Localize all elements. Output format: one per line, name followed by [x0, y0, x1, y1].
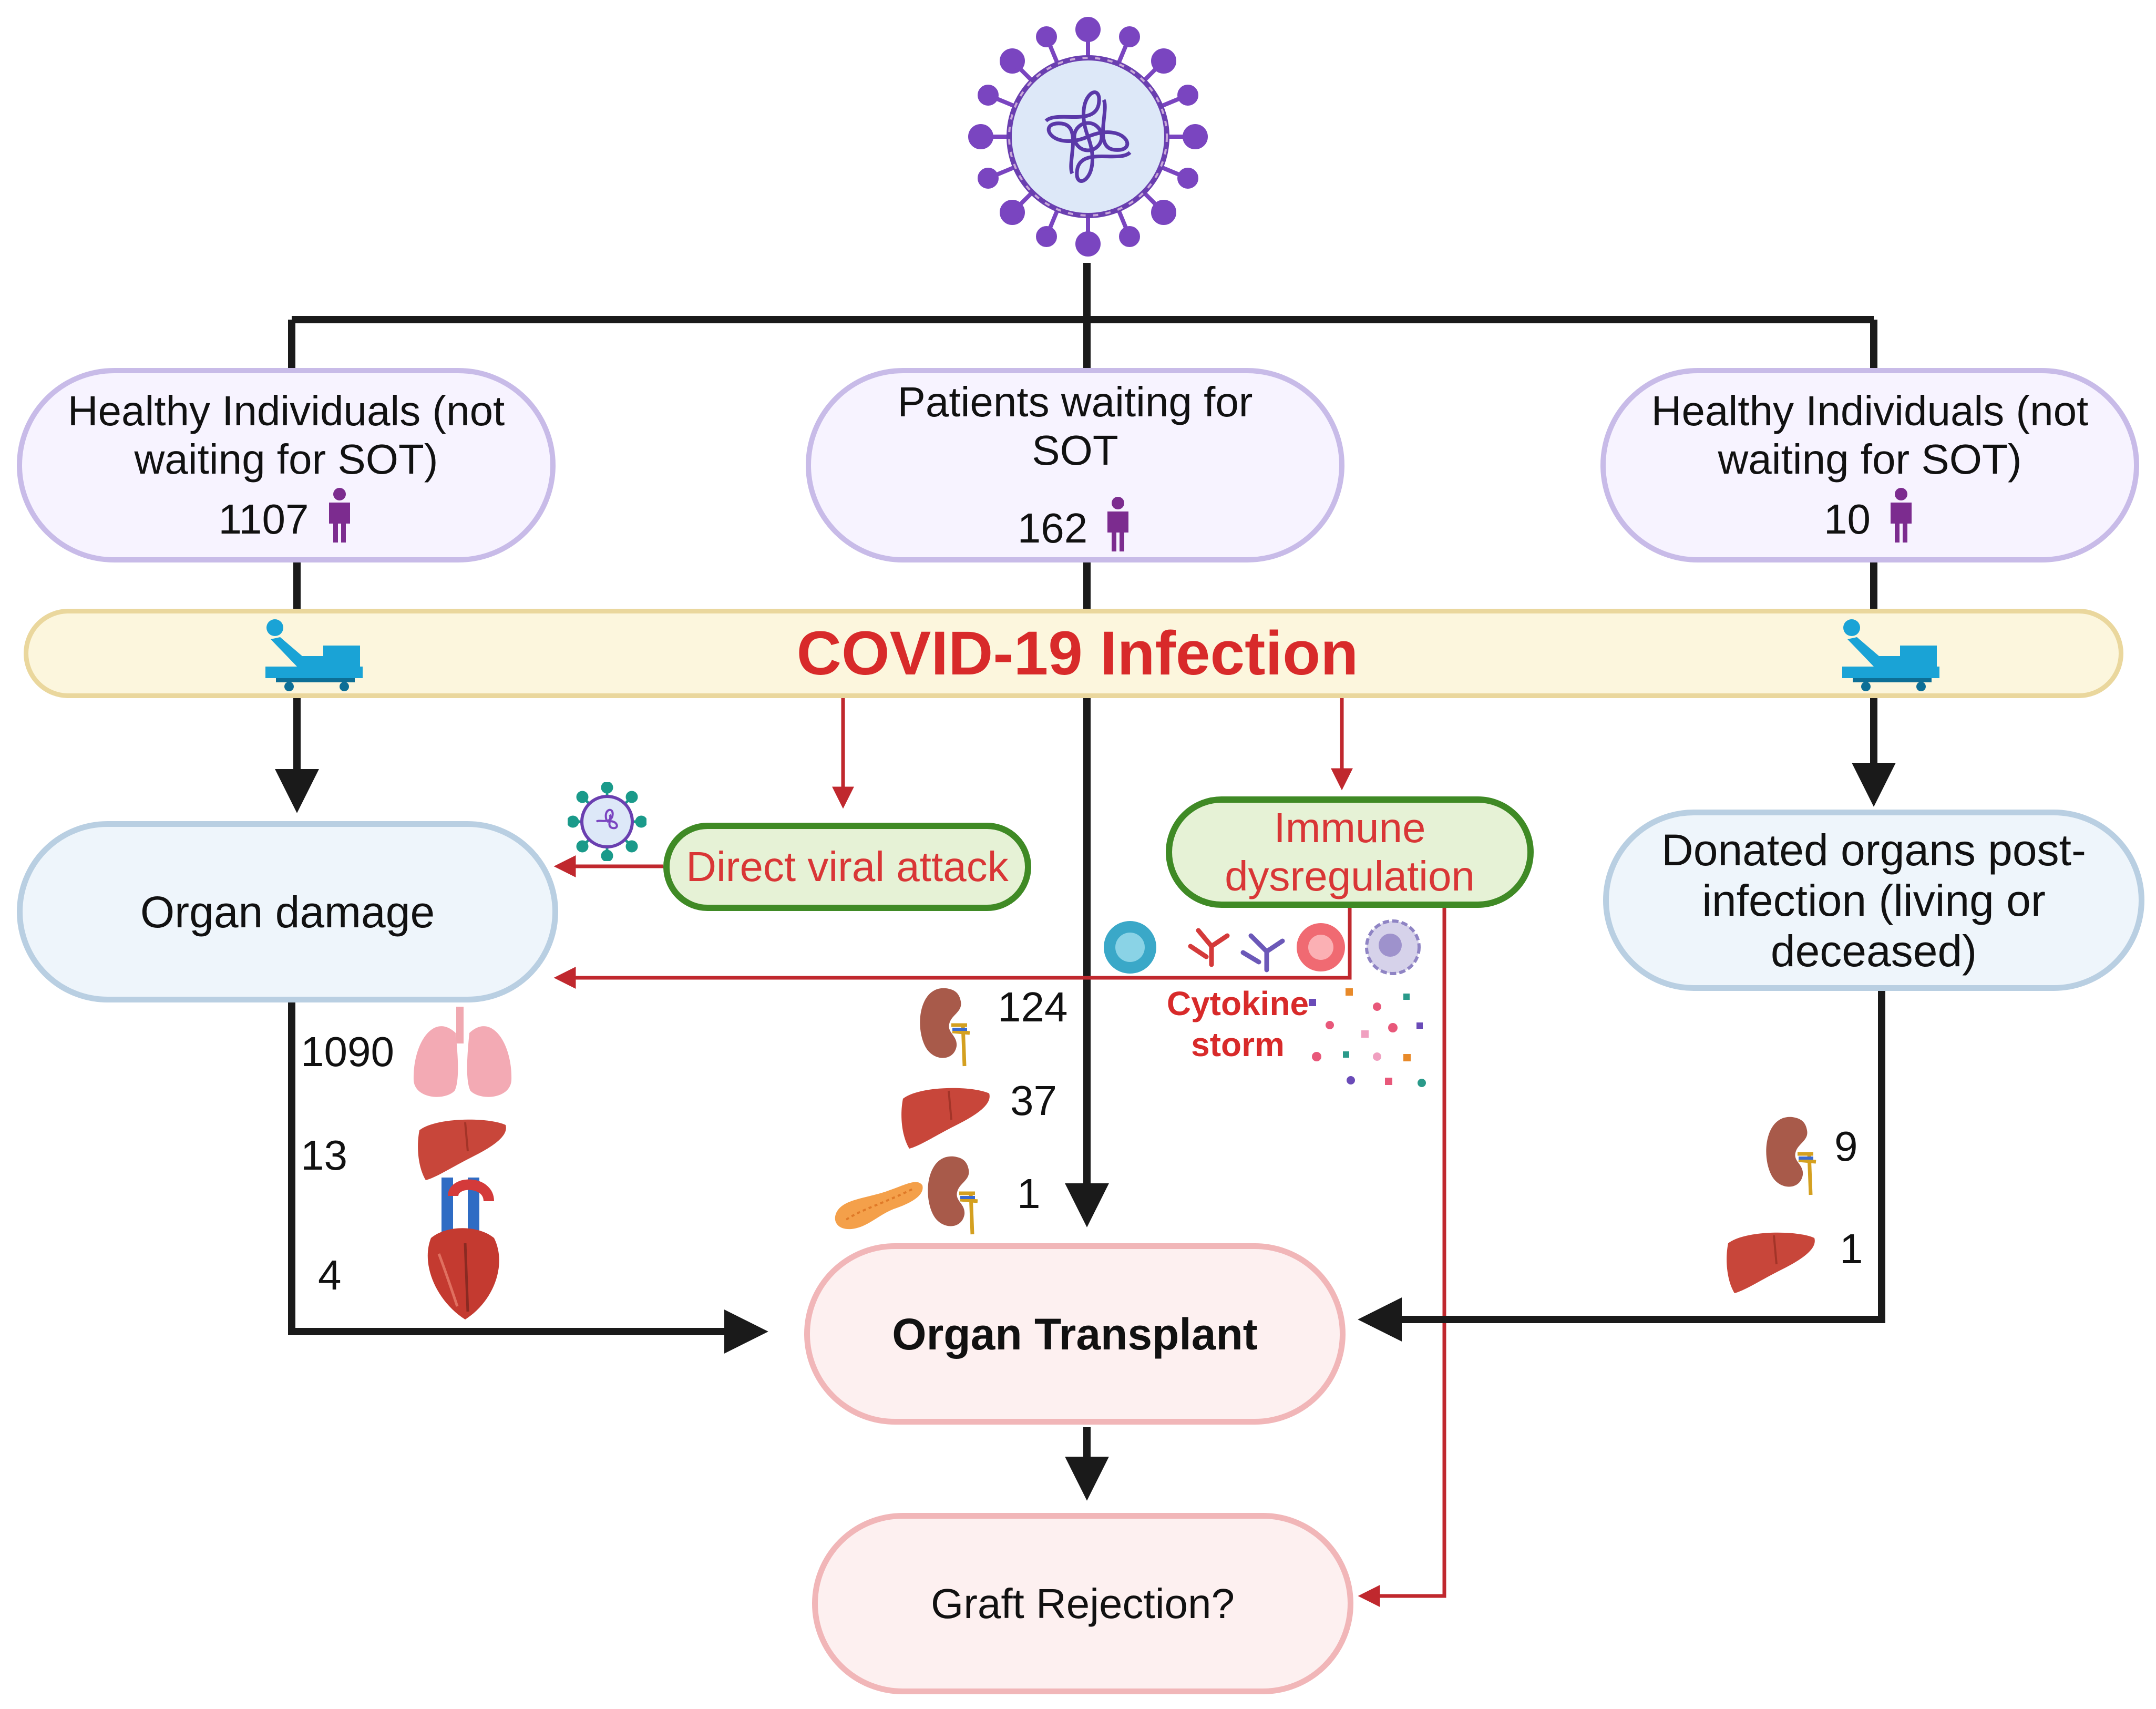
donated-liver-count: 1 [1840, 1225, 1863, 1272]
liver-icon [901, 1088, 990, 1149]
organ-damage-box: Organ damage [17, 821, 558, 1002]
covid-infection-band [24, 609, 2123, 698]
healthy-right-count: 10 [1824, 496, 1871, 543]
person-icon [1890, 488, 1912, 543]
covid-infection-title: COVID-19 Infection [796, 619, 1359, 688]
donated-kidney-count: 9 [1834, 1123, 1858, 1170]
heart-count: 4 [318, 1252, 342, 1298]
virus-small-icon [568, 782, 646, 861]
organ-transplant-box: Organ Transplant [804, 1243, 1346, 1425]
lung-count: 1090 [301, 1028, 394, 1075]
organ-damage-label: Organ damage [140, 887, 435, 937]
liver-count: 13 [301, 1132, 347, 1179]
cytokine-storm-label: Cytokine storm [1166, 985, 1309, 1063]
hospital-bed-icon [1842, 619, 1939, 691]
heart-icon [427, 1178, 499, 1319]
arrow-organ-damage-to-transplant [288, 1001, 768, 1354]
immune-dysregulation-label: Immune dysregulation [1225, 804, 1475, 899]
healthy-left-count: 1107 [218, 496, 309, 543]
graft-rejection-box: Graft Rejection? [812, 1513, 1353, 1694]
person-icon [328, 488, 350, 543]
pancreas-icon [835, 1182, 923, 1230]
liver-icon [418, 1119, 506, 1180]
healthy-right-label: Healthy Individuals (not waiting for SOT… [1651, 387, 2089, 483]
healthy-individuals-right-box: Healthy Individuals (not waiting for SOT… [1600, 368, 2139, 562]
donated-organs-label: Donated organs post-infection (living or… [1661, 825, 2086, 976]
donated-organs-box: Donated organs post-infection (living or… [1603, 810, 2144, 991]
immune-cells-icon [1104, 919, 1421, 975]
person-icon [1107, 497, 1129, 551]
organ-transplant-label: Organ Transplant [892, 1309, 1258, 1359]
direct-viral-attack-box: Direct viral attack [663, 823, 1031, 911]
kidney-icon [920, 988, 970, 1067]
hospital-bed-icon [265, 619, 363, 691]
waiting-liver-count: 37 [1010, 1077, 1057, 1124]
kidney-icon [928, 1156, 978, 1235]
arrow-immune-to-graft-rejection [1358, 904, 1446, 1607]
arrow-immune-to-organ-damage [553, 904, 1352, 989]
graft-rejection-label: Graft Rejection? [930, 1580, 1235, 1627]
liver-icon [1727, 1232, 1815, 1293]
waiting-pancreas-kidney-count: 1 [1017, 1170, 1041, 1217]
lungs-icon [413, 1007, 512, 1097]
arrow-donated-to-transplant [1358, 991, 1885, 1342]
immune-dysregulation-box: Immune dysregulation [1166, 796, 1534, 908]
kidney-icon [1766, 1117, 1816, 1195]
patients-waiting-label: Patients waiting for SOT [897, 378, 1253, 474]
healthy-individuals-left-box: Healthy Individuals (not waiting for SOT… [17, 368, 556, 562]
coronavirus-icon [968, 17, 1208, 257]
waiting-kidney-count: 124 [998, 984, 1068, 1030]
healthy-left-label: Healthy Individuals (not waiting for SOT… [67, 387, 505, 483]
direct-viral-attack-label: Direct viral attack [686, 843, 1009, 890]
patients-waiting-count: 162 [1017, 505, 1088, 551]
cytokine-particles-icon [1309, 988, 1426, 1087]
patients-waiting-box: Patients waiting for SOT 162 [806, 368, 1344, 562]
